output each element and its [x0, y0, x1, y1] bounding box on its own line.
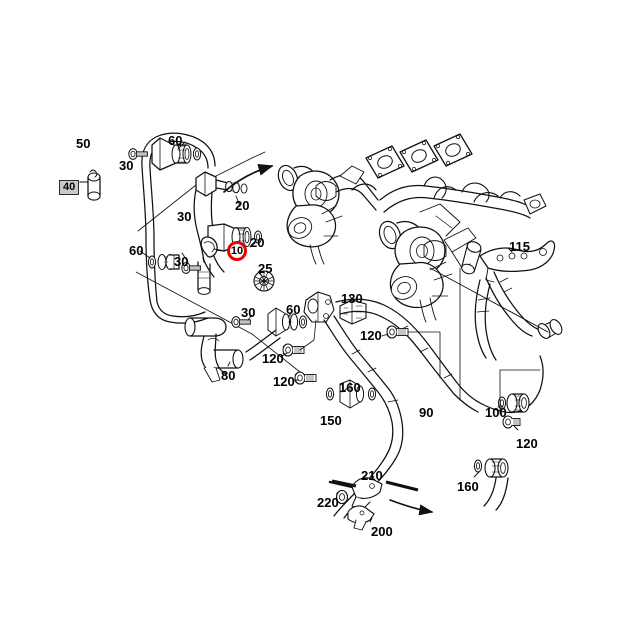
callout-20-upper[interactable]: 20 [235, 198, 250, 213]
callout-30-lower[interactable]: 30 [174, 254, 189, 269]
callout-200[interactable]: 200 [371, 524, 393, 539]
callout-160-right[interactable]: 160 [457, 479, 479, 494]
callout-60-lower[interactable]: 60 [129, 243, 144, 258]
callout-10-highlighted[interactable]: 10 [227, 241, 247, 261]
callout-90[interactable]: 90 [419, 405, 434, 420]
callout-60-upper[interactable]: 60 [168, 133, 183, 148]
callout-130[interactable]: 130 [341, 291, 363, 306]
callout-30-bottom[interactable]: 30 [241, 305, 256, 320]
callout-25[interactable]: 25 [258, 261, 273, 276]
callout-120-left[interactable]: 120 [273, 374, 295, 389]
callout-60-bottom[interactable]: 60 [286, 302, 301, 317]
callout-20-lower[interactable]: 20 [250, 235, 265, 250]
callout-210[interactable]: 210 [361, 468, 383, 483]
callout-80[interactable]: 80 [221, 368, 236, 383]
callout-30-middle[interactable]: 30 [177, 209, 192, 224]
callout-30-upper[interactable]: 30 [119, 158, 134, 173]
callout-220[interactable]: 220 [317, 495, 339, 510]
callout-150[interactable]: 150 [320, 413, 342, 428]
callout-160-center[interactable]: 160 [339, 380, 361, 395]
callout-120-mid[interactable]: 120 [262, 351, 284, 366]
callout-115[interactable]: 115 [509, 239, 530, 254]
callout-50[interactable]: 50 [76, 136, 91, 151]
callout-120-right[interactable]: 120 [360, 328, 382, 343]
callout-40[interactable]: 40 [59, 180, 80, 195]
callout-120-far-right[interactable]: 120 [516, 436, 538, 451]
callout-100[interactable]: 100 [485, 405, 507, 420]
